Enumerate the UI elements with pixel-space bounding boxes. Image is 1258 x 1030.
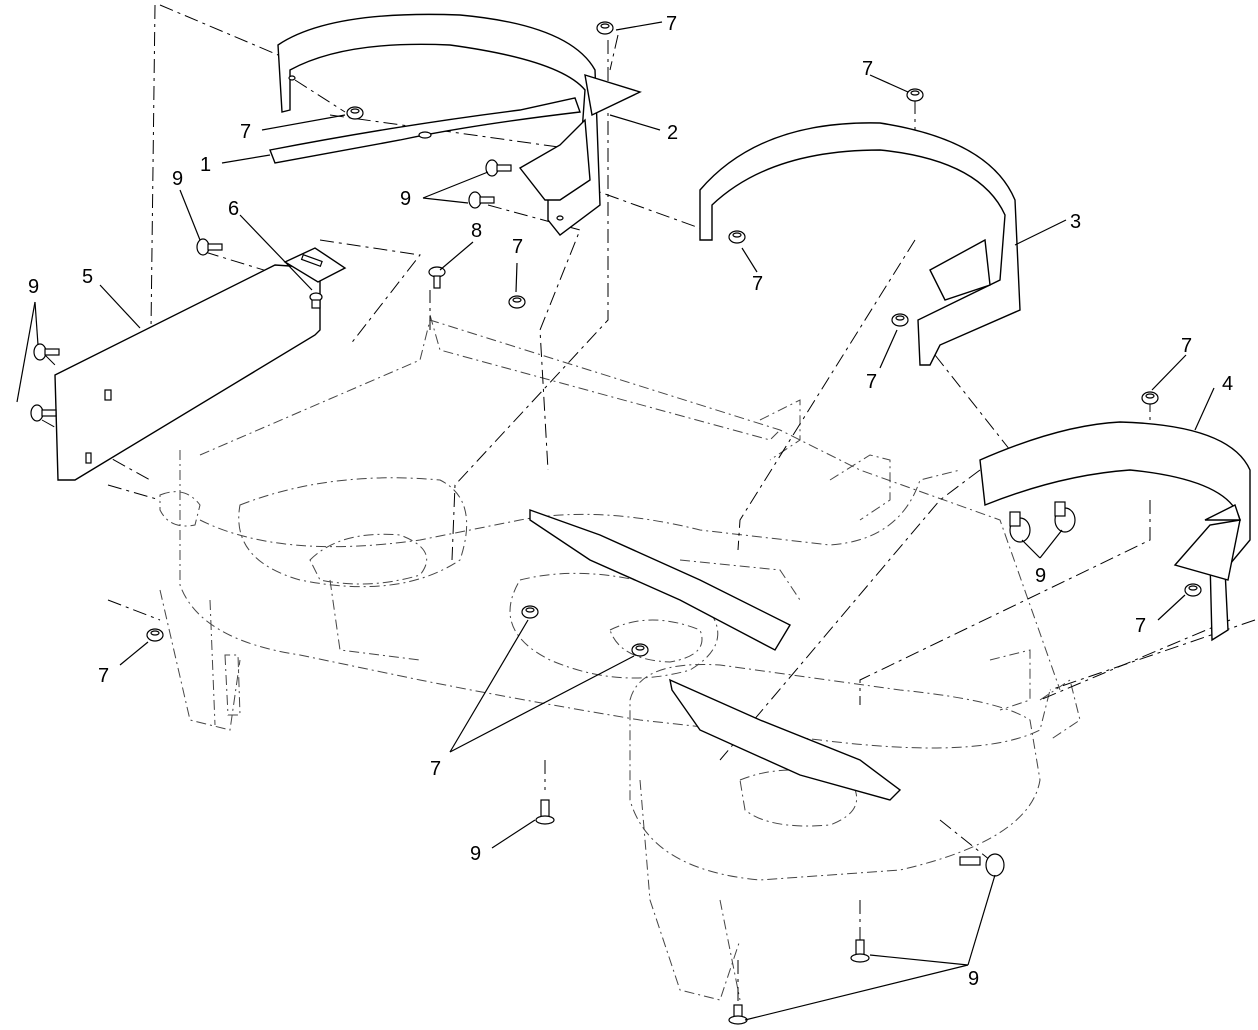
nut-7k [631, 643, 649, 657]
nut-7b [346, 106, 364, 120]
callout-7d: 7 [752, 273, 763, 295]
callout-7e: 7 [512, 236, 523, 258]
callout-7j: 7 [430, 758, 441, 780]
callout-5: 5 [82, 266, 93, 288]
callout-7h: 7 [98, 665, 109, 687]
mower-deck-phantom [159, 314, 1081, 1001]
blade-upper [269, 97, 581, 164]
nut-7i [1184, 583, 1202, 597]
flange-nuts [146, 21, 1202, 657]
callout-7c: 7 [862, 58, 873, 80]
alignment-lines [41, 4, 1256, 1010]
callout-3: 3 [1070, 211, 1081, 233]
callout-7i: 7 [1135, 615, 1146, 637]
bolt-9g [1054, 501, 1076, 533]
nut-7f [891, 313, 909, 327]
callout-9c: 9 [28, 276, 39, 298]
callout-7f: 7 [866, 371, 877, 393]
callout-7b: 7 [240, 121, 251, 143]
callouts: 1 2 3 4 5 6 7 7 7 7 7 7 7 7 7 7 8 9 9 9 … [28, 13, 1233, 990]
blade-lower [529, 509, 902, 801]
bracket [283, 247, 347, 283]
nut-7e [508, 295, 526, 309]
nut-7c [906, 88, 924, 102]
nut-7j [521, 605, 539, 619]
bolt-9d [33, 343, 60, 361]
nut-7g [1141, 391, 1159, 405]
callout-1: 1 [200, 154, 211, 176]
nut-7d [728, 230, 746, 244]
blade-shield-upper [277, 13, 642, 236]
callout-9f: 9 [968, 968, 979, 990]
callout-4: 4 [1222, 373, 1233, 395]
bolt-9b [468, 191, 495, 209]
callout-6: 6 [228, 198, 239, 220]
bolt-9i [850, 939, 870, 963]
bolt-9a [485, 159, 512, 177]
carriage-bolts [30, 159, 1076, 1025]
callout-7g: 7 [1181, 335, 1192, 357]
callout-2: 2 [667, 122, 678, 144]
callout-9e: 9 [470, 843, 481, 865]
callout-8: 8 [471, 220, 482, 242]
leader-lines [16, 21, 1215, 1021]
bolt-9j [728, 1004, 748, 1025]
blade-shield-far-right [979, 421, 1251, 642]
bolt-9c [196, 238, 223, 256]
blade-shield-right [699, 122, 1021, 366]
bolt-9k [959, 853, 1005, 877]
callout-9b: 9 [400, 188, 411, 210]
callout-9a: 9 [172, 168, 183, 190]
bolt-9f [1009, 511, 1031, 543]
push-clip [428, 266, 446, 289]
nut-7a [596, 21, 614, 35]
side-plate [54, 264, 321, 481]
spacer [309, 292, 323, 309]
callout-7a: 7 [666, 13, 677, 35]
bolt-9h [535, 799, 555, 825]
nut-7h [146, 628, 164, 642]
callout-9d: 9 [1035, 565, 1046, 587]
bolt-9e [30, 404, 57, 422]
